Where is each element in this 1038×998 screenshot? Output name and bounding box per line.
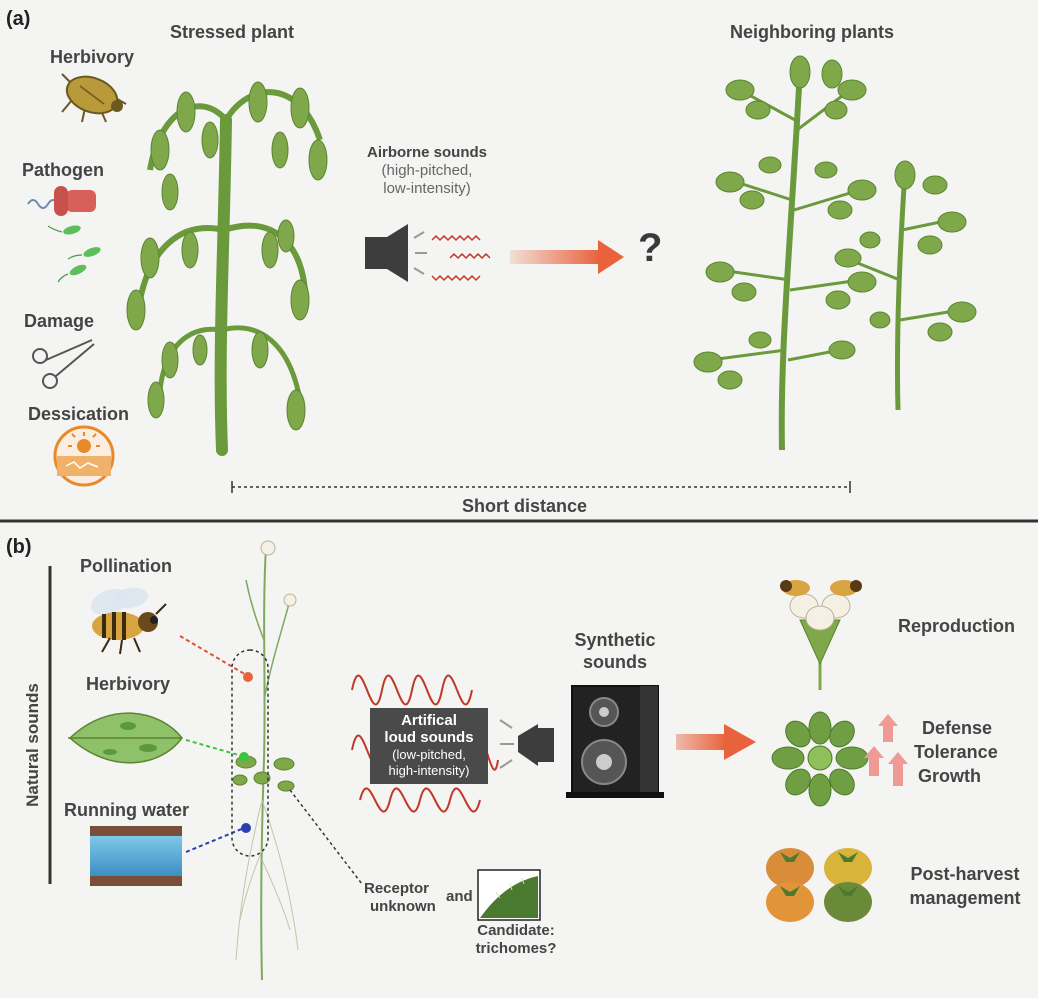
receptor-line1: Receptor: [364, 880, 430, 897]
candidate-line2: trichomes?: [475, 940, 557, 957]
speaker-icon: [365, 224, 427, 282]
flower-with-bees-icon: [780, 580, 862, 690]
receptor-region: [231, 649, 269, 857]
speaker-b-icon: [499, 719, 554, 769]
source-pollination: Pollination: [80, 556, 172, 576]
synthetic-sound-arrow: [676, 724, 756, 760]
outcome-tolerance: Tolerance: [914, 742, 998, 762]
artificial-line4: high-intensity): [388, 763, 470, 778]
source-herbivory: Herbivory: [86, 674, 171, 694]
pollination-link: [179, 635, 249, 677]
neighboring-plants: [693, 55, 977, 451]
artificial-line1: Artifical: [401, 712, 457, 729]
airborne-sound-waves: [431, 234, 491, 282]
tomatoes-icon: [766, 848, 872, 922]
question-mark: ?: [638, 226, 663, 270]
airborne-sounds-line1: (high-pitched,: [381, 162, 473, 179]
distance-scale: [231, 481, 851, 493]
leaf-icon: [68, 712, 183, 764]
receptor-pointer: [289, 789, 363, 885]
stressed-plant-title: Stressed plant: [170, 22, 295, 42]
outcome-reproduction: Reproduction: [898, 616, 1015, 636]
beetle-icon: [61, 73, 127, 123]
natural-sounds-label: Natural sounds: [23, 683, 42, 807]
neighboring-plants-title: Neighboring plants: [730, 22, 894, 42]
outcome-defense: Defense: [922, 718, 993, 738]
airborne-sounds-title: Airborne sounds: [366, 144, 487, 161]
scissors-icon: [32, 339, 95, 389]
dessication-sun-icon: [53, 425, 115, 487]
arabidopsis-plant: [231, 540, 299, 981]
artificial-sound-box: [370, 708, 488, 784]
panel-b-label: (b): [6, 536, 32, 558]
stressor-herbivory: Herbivory: [50, 47, 135, 67]
panel-a-label: (a): [6, 8, 31, 30]
candidate-line1: Candidate:: [477, 922, 555, 939]
postharvest-line2: management: [909, 888, 1021, 908]
signal-arrow: [510, 240, 624, 274]
stressed-plant: [126, 81, 328, 456]
artificial-line2: loud sounds: [384, 729, 474, 746]
short-distance-label: Short distance: [462, 496, 588, 516]
outcome-growth: Growth: [918, 766, 981, 786]
postharvest-line1: Post-harvest: [910, 864, 1020, 884]
herbivory-link: [185, 739, 243, 757]
running-water-icon: [90, 826, 182, 886]
stressor-damage: Damage: [24, 311, 95, 331]
loudspeaker-icon: [566, 685, 664, 798]
and-label: and: [446, 888, 473, 905]
synthetic-line1: Synthetic: [574, 630, 656, 650]
receptor-line2: unknown: [370, 898, 436, 915]
stressor-dessication: Dessication: [28, 404, 130, 424]
trichome-inset-icon: [477, 869, 541, 921]
stressor-pathogen: Pathogen: [22, 160, 105, 180]
airborne-sounds-line2: low-intensity): [383, 180, 471, 197]
source-running-water: Running water: [64, 800, 189, 820]
pathogen-icon: [27, 186, 101, 283]
increase-arrows-icon: [864, 714, 908, 786]
synthetic-line2: sounds: [582, 652, 647, 672]
artificial-line3: (low-pitched,: [392, 747, 466, 762]
running-water-link: [185, 827, 245, 853]
bee-icon: [90, 587, 167, 655]
rosette-plant-icon: [771, 711, 869, 807]
